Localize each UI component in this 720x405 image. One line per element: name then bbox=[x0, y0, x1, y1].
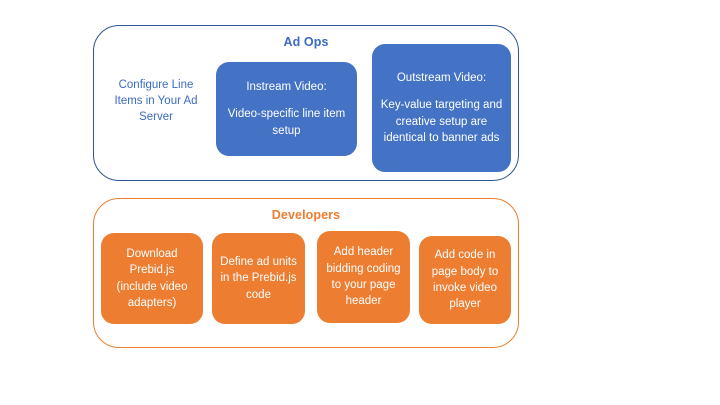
node-add-page-body-code: Add code in page body to invoke video pl… bbox=[419, 236, 511, 324]
group-title-ad-ops: Ad Ops bbox=[283, 35, 329, 49]
node-add-header-bidding-code: Add header bidding coding to your page h… bbox=[317, 231, 410, 323]
node-add-page-body-code-label: Add code in page body to invoke video pl… bbox=[431, 249, 499, 311]
node-configure-line-items: Configure Line Items in Your Ad Server bbox=[103, 70, 209, 132]
group-title-developers: Developers bbox=[271, 208, 341, 222]
node-configure-line-items-label: Configure Line Items in Your Ad Server bbox=[114, 78, 198, 124]
node-outstream-video-heading: Outstream Video: bbox=[396, 71, 487, 84]
node-download-prebid: Download Prebid.js (include video adapte… bbox=[101, 233, 203, 324]
node-instream-video-body: Video-specific line item setup bbox=[227, 108, 346, 137]
node-define-ad-units-label: Define ad units in the Prebid.js code bbox=[220, 256, 297, 301]
node-download-prebid-label: Download Prebid.js (include video adapte… bbox=[116, 247, 188, 309]
node-add-header-bidding-code-label: Add header bidding coding to your page h… bbox=[326, 246, 401, 308]
node-instream-video: Instream Video: Video-specific line item… bbox=[216, 62, 357, 156]
node-outstream-video: Outstream Video: Key-value targeting and… bbox=[372, 44, 511, 172]
node-outstream-video-body: Key-value targeting and creative setup a… bbox=[380, 99, 503, 144]
node-define-ad-units: Define ad units in the Prebid.js code bbox=[212, 233, 305, 324]
node-instream-video-heading: Instream Video: bbox=[246, 81, 327, 93]
